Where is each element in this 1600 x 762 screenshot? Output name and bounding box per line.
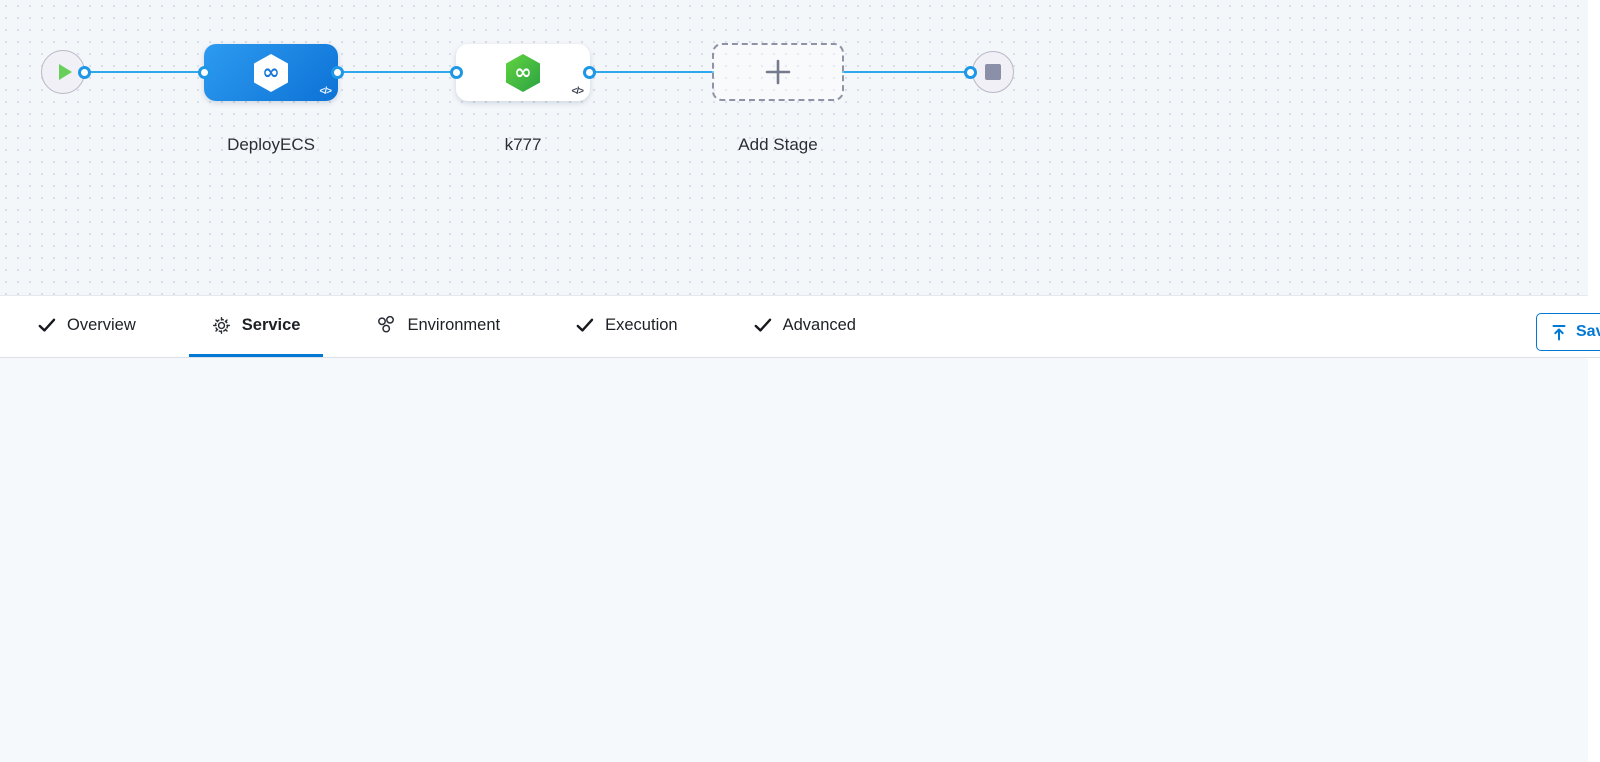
pipeline-start-node[interactable]: [41, 50, 85, 94]
yaml-code-badge: </>: [571, 86, 585, 97]
stage-label-k777: k777: [504, 135, 542, 154]
tab-label: Overview: [67, 315, 136, 334]
edge-connector-dot[interactable]: [964, 65, 977, 79]
pipeline-edge: [338, 70, 456, 73]
stop-icon: [985, 64, 1001, 80]
save-button[interactable]: Save: [1536, 313, 1600, 351]
gear-icon: [212, 316, 230, 334]
environment-icon: [378, 315, 395, 333]
tab-service[interactable]: Service: [188, 296, 324, 357]
add-stage-button[interactable]: [712, 43, 844, 101]
tab-environment[interactable]: Environment: [353, 296, 523, 357]
tab-label: Service: [241, 315, 301, 334]
stage-label-deployecs: DeployECS: [227, 135, 315, 154]
tab-label: Advanced: [782, 315, 856, 334]
tab-label: Execution: [605, 315, 678, 334]
stage-node-k777[interactable]: ∞ </>: [456, 44, 590, 101]
harness-cd-icon: ∞: [506, 53, 540, 92]
tab-execution[interactable]: Execution: [553, 296, 700, 357]
svg-text:∞: ∞: [514, 60, 532, 84]
save-button-label: Save: [1576, 323, 1600, 340]
play-icon: [58, 64, 72, 80]
edge-connector-dot[interactable]: [198, 65, 211, 79]
stage-node-deployecs[interactable]: ∞ </>: [204, 44, 338, 101]
svg-text:∞: ∞: [262, 60, 280, 84]
tab-label: Environment: [407, 315, 501, 334]
add-stage-label: Add Stage: [738, 135, 818, 154]
check-icon: [38, 318, 56, 332]
pipeline-canvas[interactable]: ∞ </> ∞ </> Deplo: [0, 0, 1588, 296]
select-services-label: Select Services: [67, 760, 188, 762]
yaml-code-badge: </>: [319, 86, 333, 97]
edge-connector-dot[interactable]: [78, 65, 91, 79]
pipeline-edge: [85, 70, 204, 73]
check-icon: [576, 318, 594, 332]
check-icon: [754, 318, 771, 332]
tab-overview[interactable]: Overview: [15, 296, 159, 357]
upload-icon: [1552, 324, 1566, 340]
pipeline-edge: [842, 70, 971, 73]
pipeline-edge: [590, 70, 714, 73]
service-tab-panel: Select Services PROJECT 1 Add Service De…: [0, 358, 1588, 762]
tab-advanced[interactable]: Advanced: [731, 296, 879, 357]
plus-icon: [765, 59, 791, 85]
harness-cd-icon: ∞: [254, 53, 288, 92]
edge-connector-dot[interactable]: [450, 65, 463, 79]
edge-connector-dot[interactable]: [331, 65, 344, 79]
edge-connector-dot[interactable]: [583, 65, 596, 79]
pipeline-end-node[interactable]: [972, 51, 1014, 93]
stage-config-tabbar: Overview Service Environment Execution: [0, 296, 1600, 358]
